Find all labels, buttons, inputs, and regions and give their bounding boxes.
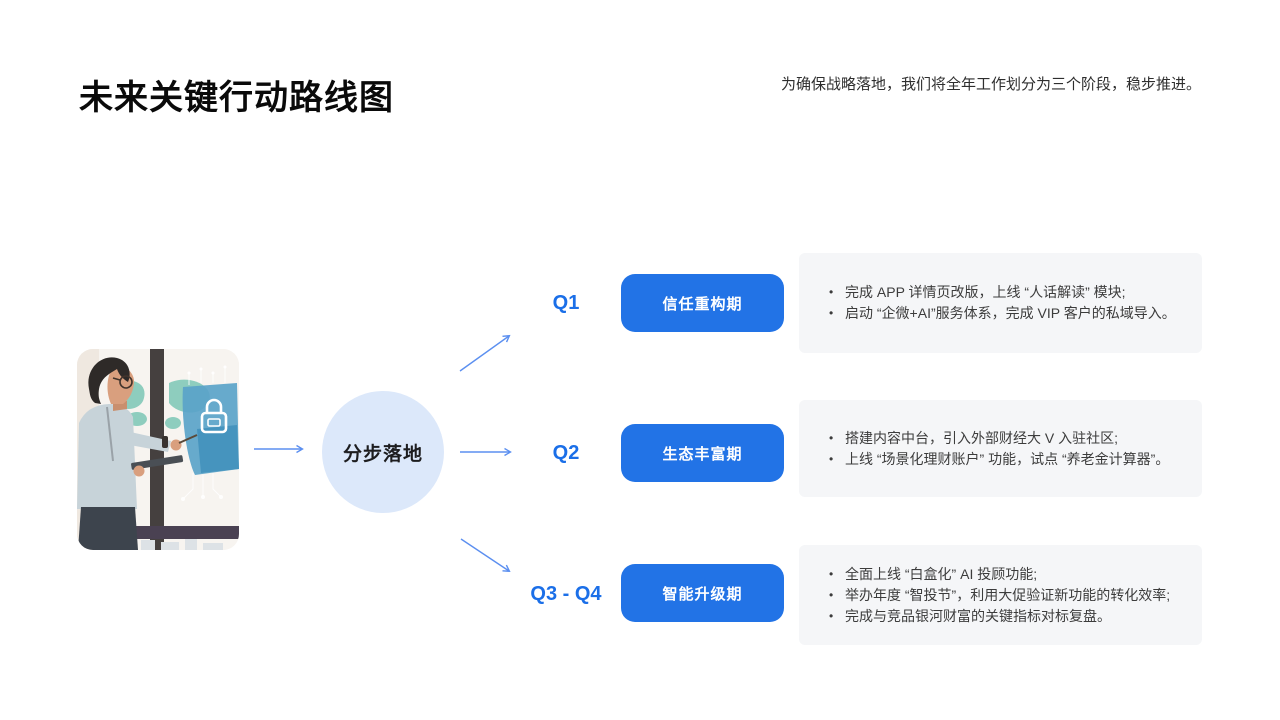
quarter-label-q1: Q1	[552, 292, 580, 314]
detail-card-q3q4: 全面上线 “白盒化” AI 投顾功能; 举办年度 “智投节”，利用大促验证新功能…	[799, 545, 1202, 645]
bullet-item: 启动 “企微+AI”服务体系，完成 VIP 客户的私域导入。	[828, 303, 1176, 324]
slide-subtitle: 为确保战略落地，我们将全年工作划分为三个阶段，稳步推进。	[780, 76, 1201, 93]
tech-panel-graphic	[181, 365, 239, 501]
stage-pill-q3q4: 智能升级期	[621, 564, 784, 622]
photo-man-pointing-at-screen	[77, 349, 239, 550]
stage-pill-label: 生态丰富期	[662, 445, 743, 463]
stage-pill-q1: 信任重构期	[621, 274, 784, 332]
lock-icon	[200, 398, 228, 434]
detail-card-q1: 完成 APP 详情页改版，上线 “人话解读” 模块; 启动 “企微+AI”服务体…	[799, 253, 1202, 353]
glasses-graphic	[112, 375, 133, 389]
quarter-label-q2: Q2	[552, 442, 580, 464]
bullet-list: 全面上线 “白盒化” AI 投顾功能; 举办年度 “智投节”，利用大促验证新功能…	[828, 564, 1170, 627]
arrow-hub-to-q3q4	[460, 538, 511, 573]
bullet-item: 举办年度 “智投节”，利用大促验证新功能的转化效率;	[828, 585, 1170, 606]
bullet-item: 完成与竞品银河财富的关键指标对标复盘。	[828, 606, 1170, 627]
stage-pill-label: 信任重构期	[662, 295, 743, 313]
bullet-item: 搭建内容中台，引入外部财经大 V 入驻社区;	[828, 428, 1169, 449]
person-graphic	[77, 357, 198, 550]
hub-label: 分步落地	[342, 443, 423, 465]
hub-circle: 分步落地	[322, 391, 444, 513]
skyline-graphic	[141, 539, 223, 550]
bullet-list: 搭建内容中台，引入外部财经大 V 入驻社区; 上线 “场景化理财账户” 功能，试…	[828, 428, 1169, 470]
bullet-item: 上线 “场景化理财账户” 功能，试点 “养老金计算器”。	[828, 449, 1169, 470]
photo-illustration	[77, 349, 239, 550]
stage-pill-q2: 生态丰富期	[621, 424, 784, 482]
bullet-item: 完成 APP 详情页改版，上线 “人话解读” 模块;	[828, 282, 1176, 303]
arrow-hub-to-q1	[459, 334, 511, 372]
quarter-label-q3q4: Q3 - Q4	[530, 583, 602, 605]
connector-arrows	[254, 334, 512, 573]
stage-pill-label: 智能升级期	[662, 585, 743, 603]
window-frame-horizontal-bar	[117, 526, 239, 539]
page-title: 未来关键行动路线图	[79, 79, 394, 117]
detail-card-q2: 搭建内容中台，引入外部财经大 V 入驻社区; 上线 “场景化理财账户” 功能，试…	[799, 400, 1202, 497]
bullet-item: 全面上线 “白盒化” AI 投顾功能;	[828, 564, 1170, 585]
bullet-list: 完成 APP 详情页改版，上线 “人话解读” 模块; 启动 “企微+AI”服务体…	[828, 282, 1176, 324]
